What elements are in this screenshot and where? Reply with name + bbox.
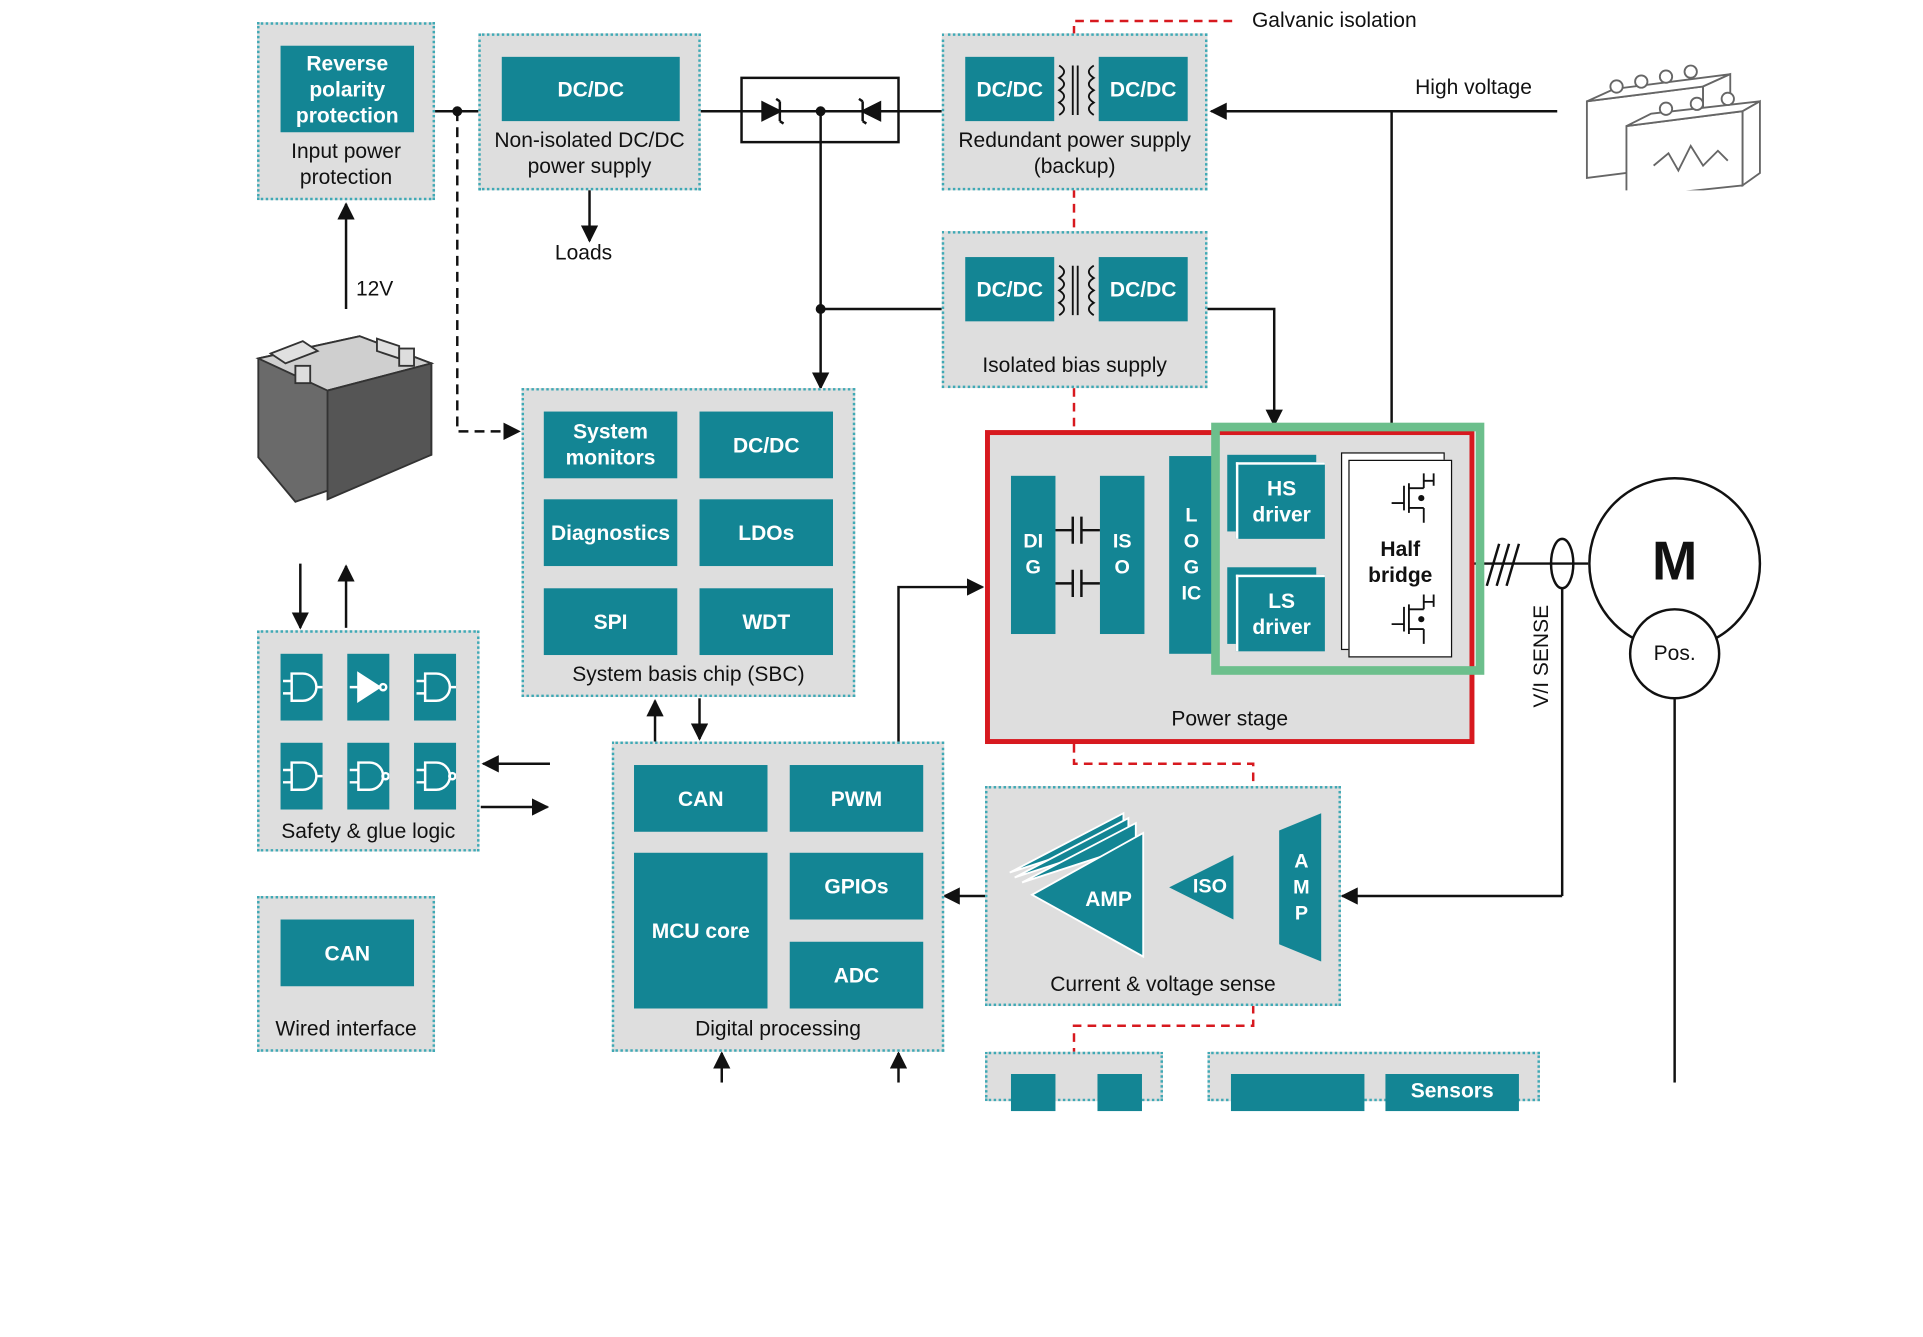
sbc-caption: System basis chip (SBC) (572, 662, 805, 686)
non-isolated-dcdc-group: DC/DC Non-isolated DC/DC power supply (478, 33, 701, 191)
sense-amp-vertical-label: AMP (1293, 850, 1310, 924)
loads-label: Loads (554, 241, 613, 265)
gate-driver-highlight: HS driver LS driver Half bridge (1211, 422, 1485, 675)
car-battery-icon (255, 335, 435, 503)
and-gate-icon (280, 742, 323, 810)
hv-battery-pack-icon (1585, 64, 1761, 191)
half-bridge-label: Half bridge (1368, 537, 1433, 588)
12v-label: 12V (355, 276, 394, 301)
sense-caption: Current & voltage sense (1050, 972, 1276, 997)
redundant-dcdc-right: DC/DC (1098, 56, 1188, 122)
current-voltage-sense-group: AMP ISO AMP Current & voltage sense (985, 786, 1341, 1007)
safety-glue-logic-group: Safety & glue logic (257, 630, 480, 852)
nand-gate-icon (414, 742, 457, 810)
galvanic-isolation-label: Galvanic isolation (1251, 8, 1417, 33)
sbc-group: System monitors DC/DC Diagnostics LDOs S… (521, 388, 856, 698)
bottom-partial-block (1097, 1073, 1142, 1112)
isolated-dcdc-right: DC/DC (1098, 257, 1188, 322)
gpios-block: GPIOs (789, 852, 924, 920)
amplifier-triangle-icon (1009, 811, 1145, 959)
transformer-icon (1057, 264, 1096, 316)
iso-block: ISO (1099, 475, 1145, 635)
input-protection-caption: Input power protection (291, 139, 401, 190)
reverse-polarity-block: Reverse polarity protection (280, 45, 415, 133)
isolated-bias-caption: Isolated bias supply (982, 353, 1167, 377)
sbc-dcdc-block: DC/DC (699, 411, 833, 479)
nand-gate-icon (347, 742, 390, 810)
isolated-dcdc-left: DC/DC (965, 257, 1055, 322)
isolation-capacitor-icon (1055, 516, 1100, 597)
bottom-partial-group-left (985, 1051, 1163, 1112)
logic-block: LOGIC (1169, 456, 1214, 654)
mcu-can-block: CAN (634, 765, 768, 832)
position-label: Pos. (1653, 641, 1696, 665)
bottom-partial-block (1010, 1073, 1056, 1112)
isolated-bias-group: DC/DC DC/DC Isolated bias supply (941, 231, 1208, 389)
amp-trapezoid-icon (1279, 813, 1322, 962)
vi-sense-label: V/I SENSE (1529, 604, 1553, 708)
wdt-block: WDT (699, 588, 833, 656)
redundant-caption: Redundant power supply (backup) (958, 128, 1191, 178)
wired-interface-caption: Wired interface (275, 1017, 417, 1041)
mcu-core-block: MCU core (634, 852, 768, 1009)
adc-block: ADC (789, 941, 924, 1009)
spi-block: SPI (543, 588, 678, 656)
transformer-icon (1057, 64, 1096, 116)
non-isolated-dcdc-caption: Non-isolated DC/DC power supply (494, 128, 685, 178)
motor-label: M (1651, 531, 1698, 592)
input-power-protection-group: Reverse polarity protection Input power … (257, 22, 436, 201)
sense-iso-label: ISO (1192, 876, 1227, 898)
sensors-block: Sensors (1385, 1073, 1519, 1112)
mosfet-icon (1391, 594, 1435, 644)
power-stage-caption: Power stage (1171, 706, 1289, 731)
digital-processing-caption: Digital processing (695, 1017, 861, 1041)
redundant-dcdc-left: DC/DC (965, 56, 1055, 122)
isolator-triangle-icon (1169, 855, 1234, 920)
sense-amp-label: AMP (1085, 887, 1132, 911)
wired-can-block: CAN (280, 919, 415, 987)
high-voltage-label: High voltage (1415, 75, 1532, 99)
safety-caption: Safety & glue logic (281, 819, 456, 843)
mosfet-icon (1391, 473, 1435, 523)
wired-interface-group: CAN Wired interface (257, 896, 436, 1052)
bottom-partial-group-right: Sensors (1207, 1051, 1540, 1112)
diagnostics-block: Diagnostics (543, 499, 678, 567)
and-gate-icon (414, 653, 457, 721)
system-monitors-block: System monitors (543, 411, 678, 479)
ls-driver-block: LS driver (1235, 574, 1325, 652)
diagram-wires (291, 19, 1762, 1083)
half-bridge-block: Half bridge (1348, 459, 1453, 658)
ldos-block: LDOs (699, 499, 833, 567)
bottom-partial-block (1230, 1073, 1365, 1112)
position-sensor-circle (1628, 608, 1721, 700)
digital-processing-group: CAN PWM MCU core GPIOs ADC Digital proce… (611, 741, 945, 1052)
and-gate-icon (280, 653, 323, 721)
non-isolated-dcdc-block: DC/DC (501, 56, 680, 122)
hs-driver-block: HS driver (1235, 462, 1325, 539)
buffer-gate-icon (347, 653, 390, 721)
dig-block: DIG (1010, 475, 1056, 635)
redundant-power-supply-group: DC/DC DC/DC Redundant power supply (back… (941, 33, 1208, 191)
pwm-block: PWM (789, 765, 924, 832)
